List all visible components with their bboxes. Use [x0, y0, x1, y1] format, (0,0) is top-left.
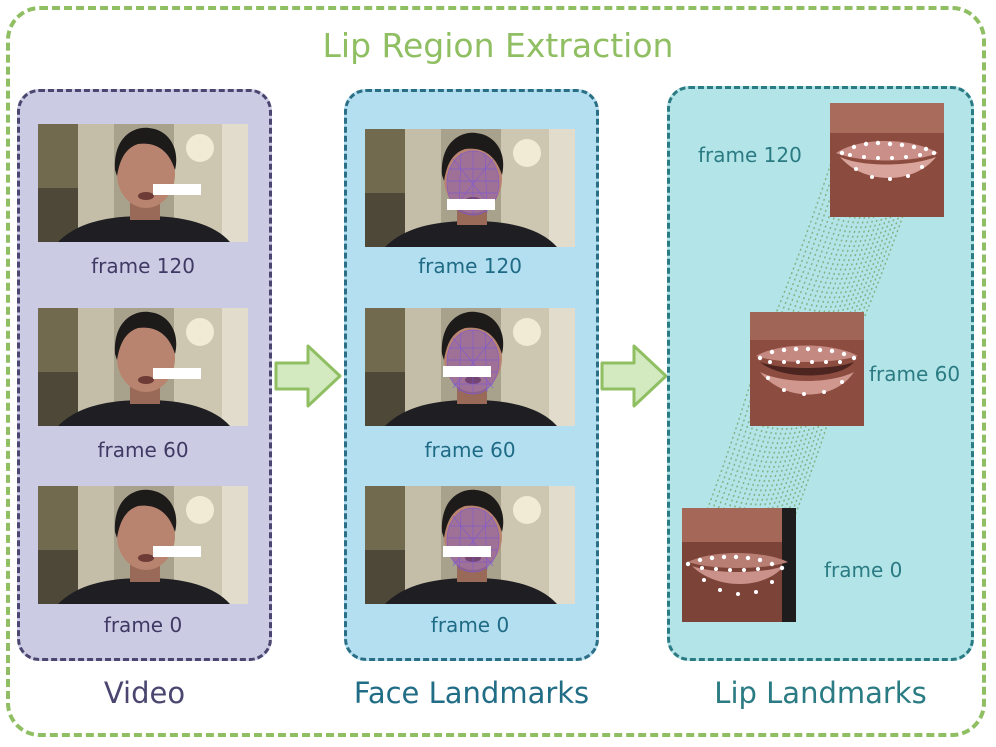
arrow-right-icon: [600, 344, 668, 408]
video-frame-0-caption: frame 0: [103, 613, 183, 637]
lip-trajectory-line: [688, 137, 840, 557]
video-frame-0: [38, 486, 248, 604]
video-frame-120-caption: frame 120: [91, 254, 195, 278]
video-label: Video: [103, 676, 186, 710]
face-frame-0-caption: frame 0: [430, 613, 510, 637]
lip-frame-60-caption: frame 60: [869, 362, 961, 386]
video-frame-60: [38, 308, 248, 426]
face-frame-120: [365, 129, 575, 247]
video-frame-120: [38, 124, 248, 242]
outer-dashed-frame: [6, 6, 986, 737]
lip-frame-0-caption: frame 0: [824, 558, 903, 582]
face-frame-0: [365, 486, 575, 604]
face-landmarks-label: Face Landmarks: [353, 676, 590, 710]
face-frame-120-caption: frame 120: [418, 254, 522, 278]
face-frame-60-caption: frame 60: [424, 438, 516, 462]
diagram-title: Lip Region Extraction: [322, 26, 674, 65]
lip-landmarks-label: Lip Landmarks: [714, 676, 927, 710]
lip-frame-120-caption: frame 120: [698, 143, 802, 167]
lip-crop-frame-0: [682, 508, 796, 622]
arrow-right-icon: [274, 344, 342, 408]
lip-crop-frame-60: [750, 312, 864, 426]
face-frame-60: [365, 308, 575, 426]
lip-crop-frame-120: [830, 103, 944, 217]
video-frame-60-caption: frame 60: [97, 438, 189, 462]
